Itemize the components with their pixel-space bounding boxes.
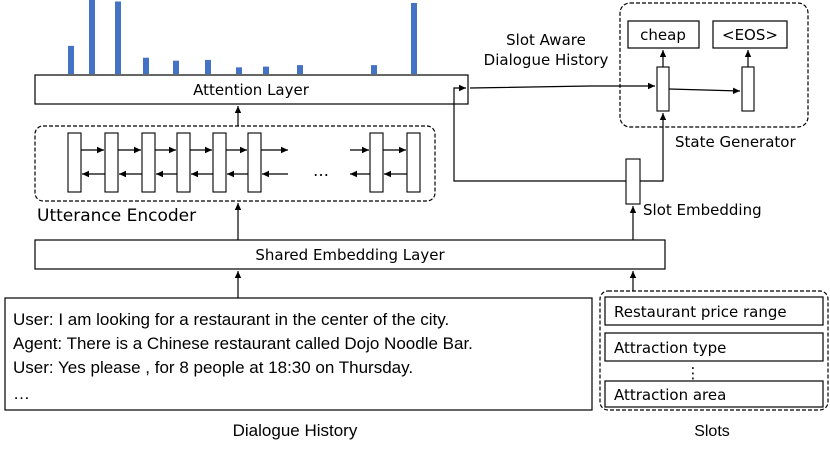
encoder-cell bbox=[406, 132, 421, 193]
attention-bar bbox=[89, 0, 95, 74]
attention-weight-bars bbox=[68, 0, 417, 75]
slot-label-3: Attraction area bbox=[614, 386, 726, 404]
shared-embedding-label: Shared Embedding Layer bbox=[255, 246, 445, 264]
dialogue-history: User: I am looking for a restaurant in t… bbox=[4, 297, 593, 440]
slot-box-attraction-type bbox=[604, 332, 824, 362]
encoder-cell bbox=[67, 132, 82, 193]
utterance-encoder-label: Utterance Encoder bbox=[37, 206, 196, 226]
slots-label: Slots bbox=[694, 423, 730, 440]
attention-bar bbox=[411, 2, 417, 75]
output-label-cheap: cheap bbox=[640, 26, 686, 44]
slot-aware-label-line-2: Dialogue History bbox=[484, 51, 609, 69]
decoder-cell-2 bbox=[741, 66, 755, 112]
history-line-1: User: I am looking for a restaurant in t… bbox=[13, 310, 449, 329]
slot-label-1: Restaurant price range bbox=[614, 303, 787, 321]
output-box-cheap bbox=[627, 20, 700, 49]
attention-bar bbox=[263, 66, 269, 74]
connectors bbox=[234, 50, 752, 298]
attention-bar bbox=[205, 59, 211, 74]
slot-box-attraction-area bbox=[604, 380, 824, 408]
state-generator-label: State Generator bbox=[675, 133, 796, 151]
attention-bar bbox=[115, 1, 121, 74]
attention-bar bbox=[68, 45, 74, 74]
output-label-eos: <EOS> bbox=[722, 26, 778, 44]
slot-embedding: Slot Embedding bbox=[625, 158, 762, 219]
encoder-ellipsis: … bbox=[313, 161, 329, 180]
encoder-cell bbox=[176, 132, 191, 193]
slots-ellipsis: ⋮ bbox=[686, 364, 701, 382]
slot-aware-label-line-1: Slot Aware bbox=[506, 31, 586, 49]
decoder-cell-1 bbox=[656, 66, 670, 112]
attention-bar bbox=[173, 60, 179, 74]
history-line-3: User: Yes please , for 8 people at 18:30… bbox=[13, 358, 413, 377]
utterance-encoder: … Utterance Encoder bbox=[34, 125, 436, 226]
slots-group: Restaurant price range Attraction type ⋮… bbox=[599, 290, 829, 440]
state-generator: cheap <EOS> State Generator bbox=[619, 2, 809, 151]
attention-bar bbox=[371, 65, 377, 74]
slot-box-restaurant-price-range bbox=[604, 296, 824, 326]
encoder-cell bbox=[247, 132, 262, 193]
history-line-2: Agent: There is a Chinese restaurant cal… bbox=[13, 334, 473, 353]
slot-label-2: Attraction type bbox=[614, 339, 726, 357]
encoder-cell bbox=[104, 132, 119, 193]
encoder-cells bbox=[67, 132, 421, 193]
history-line-4: … bbox=[13, 384, 30, 403]
encoder-cell bbox=[212, 132, 227, 193]
encoder-cell bbox=[369, 132, 384, 193]
attention-layer: Attention Layer bbox=[34, 74, 469, 105]
slot-embedding-label: Slot Embedding bbox=[643, 201, 762, 219]
shared-embedding-layer: Shared Embedding Layer bbox=[34, 239, 666, 270]
attention-bar bbox=[236, 67, 242, 74]
dialogue-history-label: Dialogue History bbox=[233, 421, 358, 440]
attention-layer-label: Attention Layer bbox=[193, 81, 310, 99]
attention-bar bbox=[143, 57, 149, 74]
output-box-eos bbox=[712, 20, 788, 49]
encoder-cell bbox=[141, 132, 156, 193]
attention-bar bbox=[297, 65, 303, 74]
